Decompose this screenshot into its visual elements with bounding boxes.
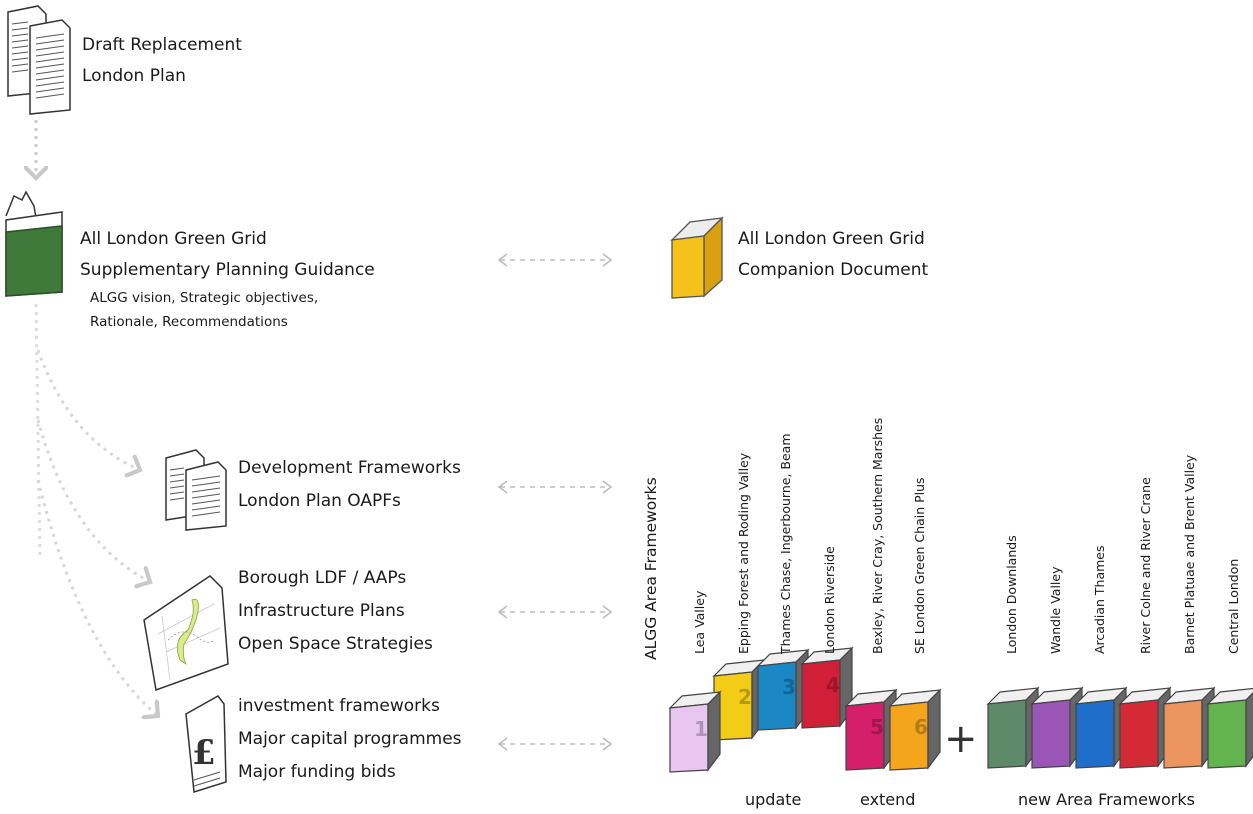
spg-label: All London Green Grid Supplementary Plan…	[80, 224, 375, 286]
borough-line2: Infrastructure Plans	[238, 601, 405, 621]
spg-sub-line1: ALGG vision, Strategic objectives,	[90, 290, 319, 306]
link-arrow-companion	[497, 253, 613, 267]
draft-plan-line1: Draft Replacement	[82, 35, 242, 55]
investment-line3: Major funding bids	[238, 762, 396, 782]
area-framework-label: London Riverside	[822, 546, 837, 654]
area-framework-label: Lea Valley	[692, 590, 707, 654]
book-icon	[1206, 687, 1253, 769]
book-icon: 4	[800, 646, 854, 729]
investment-line2: Major capital programmes	[238, 729, 462, 749]
booklet-icon	[5, 190, 63, 297]
companion-label: All London Green Grid Companion Document	[738, 224, 928, 286]
area-frameworks-title: ALGG Area Frameworks	[642, 477, 660, 660]
book-number: 2	[738, 685, 752, 709]
borough-label: Borough LDF / AAPs Infrastructure Plans …	[238, 562, 433, 661]
area-framework-label: London Downlands	[1004, 535, 1019, 654]
dev-frameworks-label: Development Frameworks London Plan OAPFs	[238, 452, 461, 518]
arrow-to-dev	[36, 349, 140, 470]
area-framework-label: SE London Green Chain Plus	[912, 477, 927, 654]
area-framework-label: Central London	[1226, 558, 1241, 654]
companion-line2: Companion Document	[738, 260, 929, 280]
area-framework-label: River Colne and River Crane	[1138, 477, 1153, 654]
investment-line1: investment frameworks	[238, 696, 440, 716]
companion-line1: All London Green Grid	[738, 229, 925, 249]
book-icon	[1030, 686, 1084, 769]
svg-text:£: £	[192, 733, 216, 773]
arrow-to-investment	[36, 479, 158, 716]
book-number: 4	[826, 673, 840, 697]
borough-line1: Borough LDF / AAPs	[238, 568, 407, 588]
link-arrow-borough	[497, 605, 613, 619]
dev-line2: London Plan OAPFs	[238, 491, 401, 511]
book-number: 5	[870, 715, 884, 739]
book-icon	[1118, 686, 1172, 769]
book-icon: 5	[844, 688, 898, 771]
book-icon: 6	[888, 688, 942, 771]
dev-line1: Development Frameworks	[238, 458, 461, 478]
area-framework-label: Bexley, River Cray, Southern Marshes	[870, 417, 885, 654]
draft-plan-label: Draft Replacement London Plan	[82, 30, 242, 92]
plus-sign: +	[944, 716, 978, 762]
extend-label: extend	[860, 790, 916, 809]
new-frameworks-label: new Area Frameworks	[1018, 790, 1195, 809]
book-icon: 1	[668, 690, 722, 773]
map-icon	[143, 575, 229, 692]
borough-line3: Open Space Strategies	[238, 634, 433, 654]
spg-sub-line2: Rationale, Recommendations	[90, 314, 288, 330]
spg-line2: Supplementary Planning Guidance	[80, 260, 375, 280]
link-arrow-dev	[497, 480, 613, 494]
book-icon	[986, 686, 1040, 769]
update-label: update	[745, 790, 802, 809]
pound-document-icon: £	[185, 695, 227, 793]
book-icon	[1162, 686, 1216, 769]
branch-line	[34, 303, 42, 561]
spg-line1: All London Green Grid	[80, 229, 267, 249]
book-number: 3	[782, 675, 796, 699]
area-framework-label: Wandle Valley	[1048, 566, 1063, 655]
area-framework-label: Arcadian Thames	[1092, 545, 1107, 654]
investment-label: investment frameworks Major capital prog…	[238, 690, 462, 789]
area-framework-label: Barnet Platuae and Brent Valley	[1182, 454, 1197, 654]
area-framework-label: Thames Chase, Ingerbourne, Beam	[778, 433, 793, 655]
draft-plan-line2: London Plan	[82, 66, 186, 86]
link-arrow-investment	[497, 737, 613, 751]
book-number: 1	[694, 717, 708, 741]
book-number: 6	[914, 715, 928, 739]
yellow-book-icon	[670, 216, 724, 299]
spg-sub: ALGG vision, Strategic objectives, Ratio…	[90, 286, 318, 334]
document-icon	[7, 5, 71, 115]
arrow-to-borough	[36, 419, 150, 582]
documents-icon	[165, 449, 227, 531]
area-framework-label: Epping Forest and Roding Valley	[736, 452, 751, 654]
book-icon: 2	[712, 658, 766, 741]
book-icon: 3	[756, 648, 810, 731]
book-icon	[1074, 686, 1128, 769]
